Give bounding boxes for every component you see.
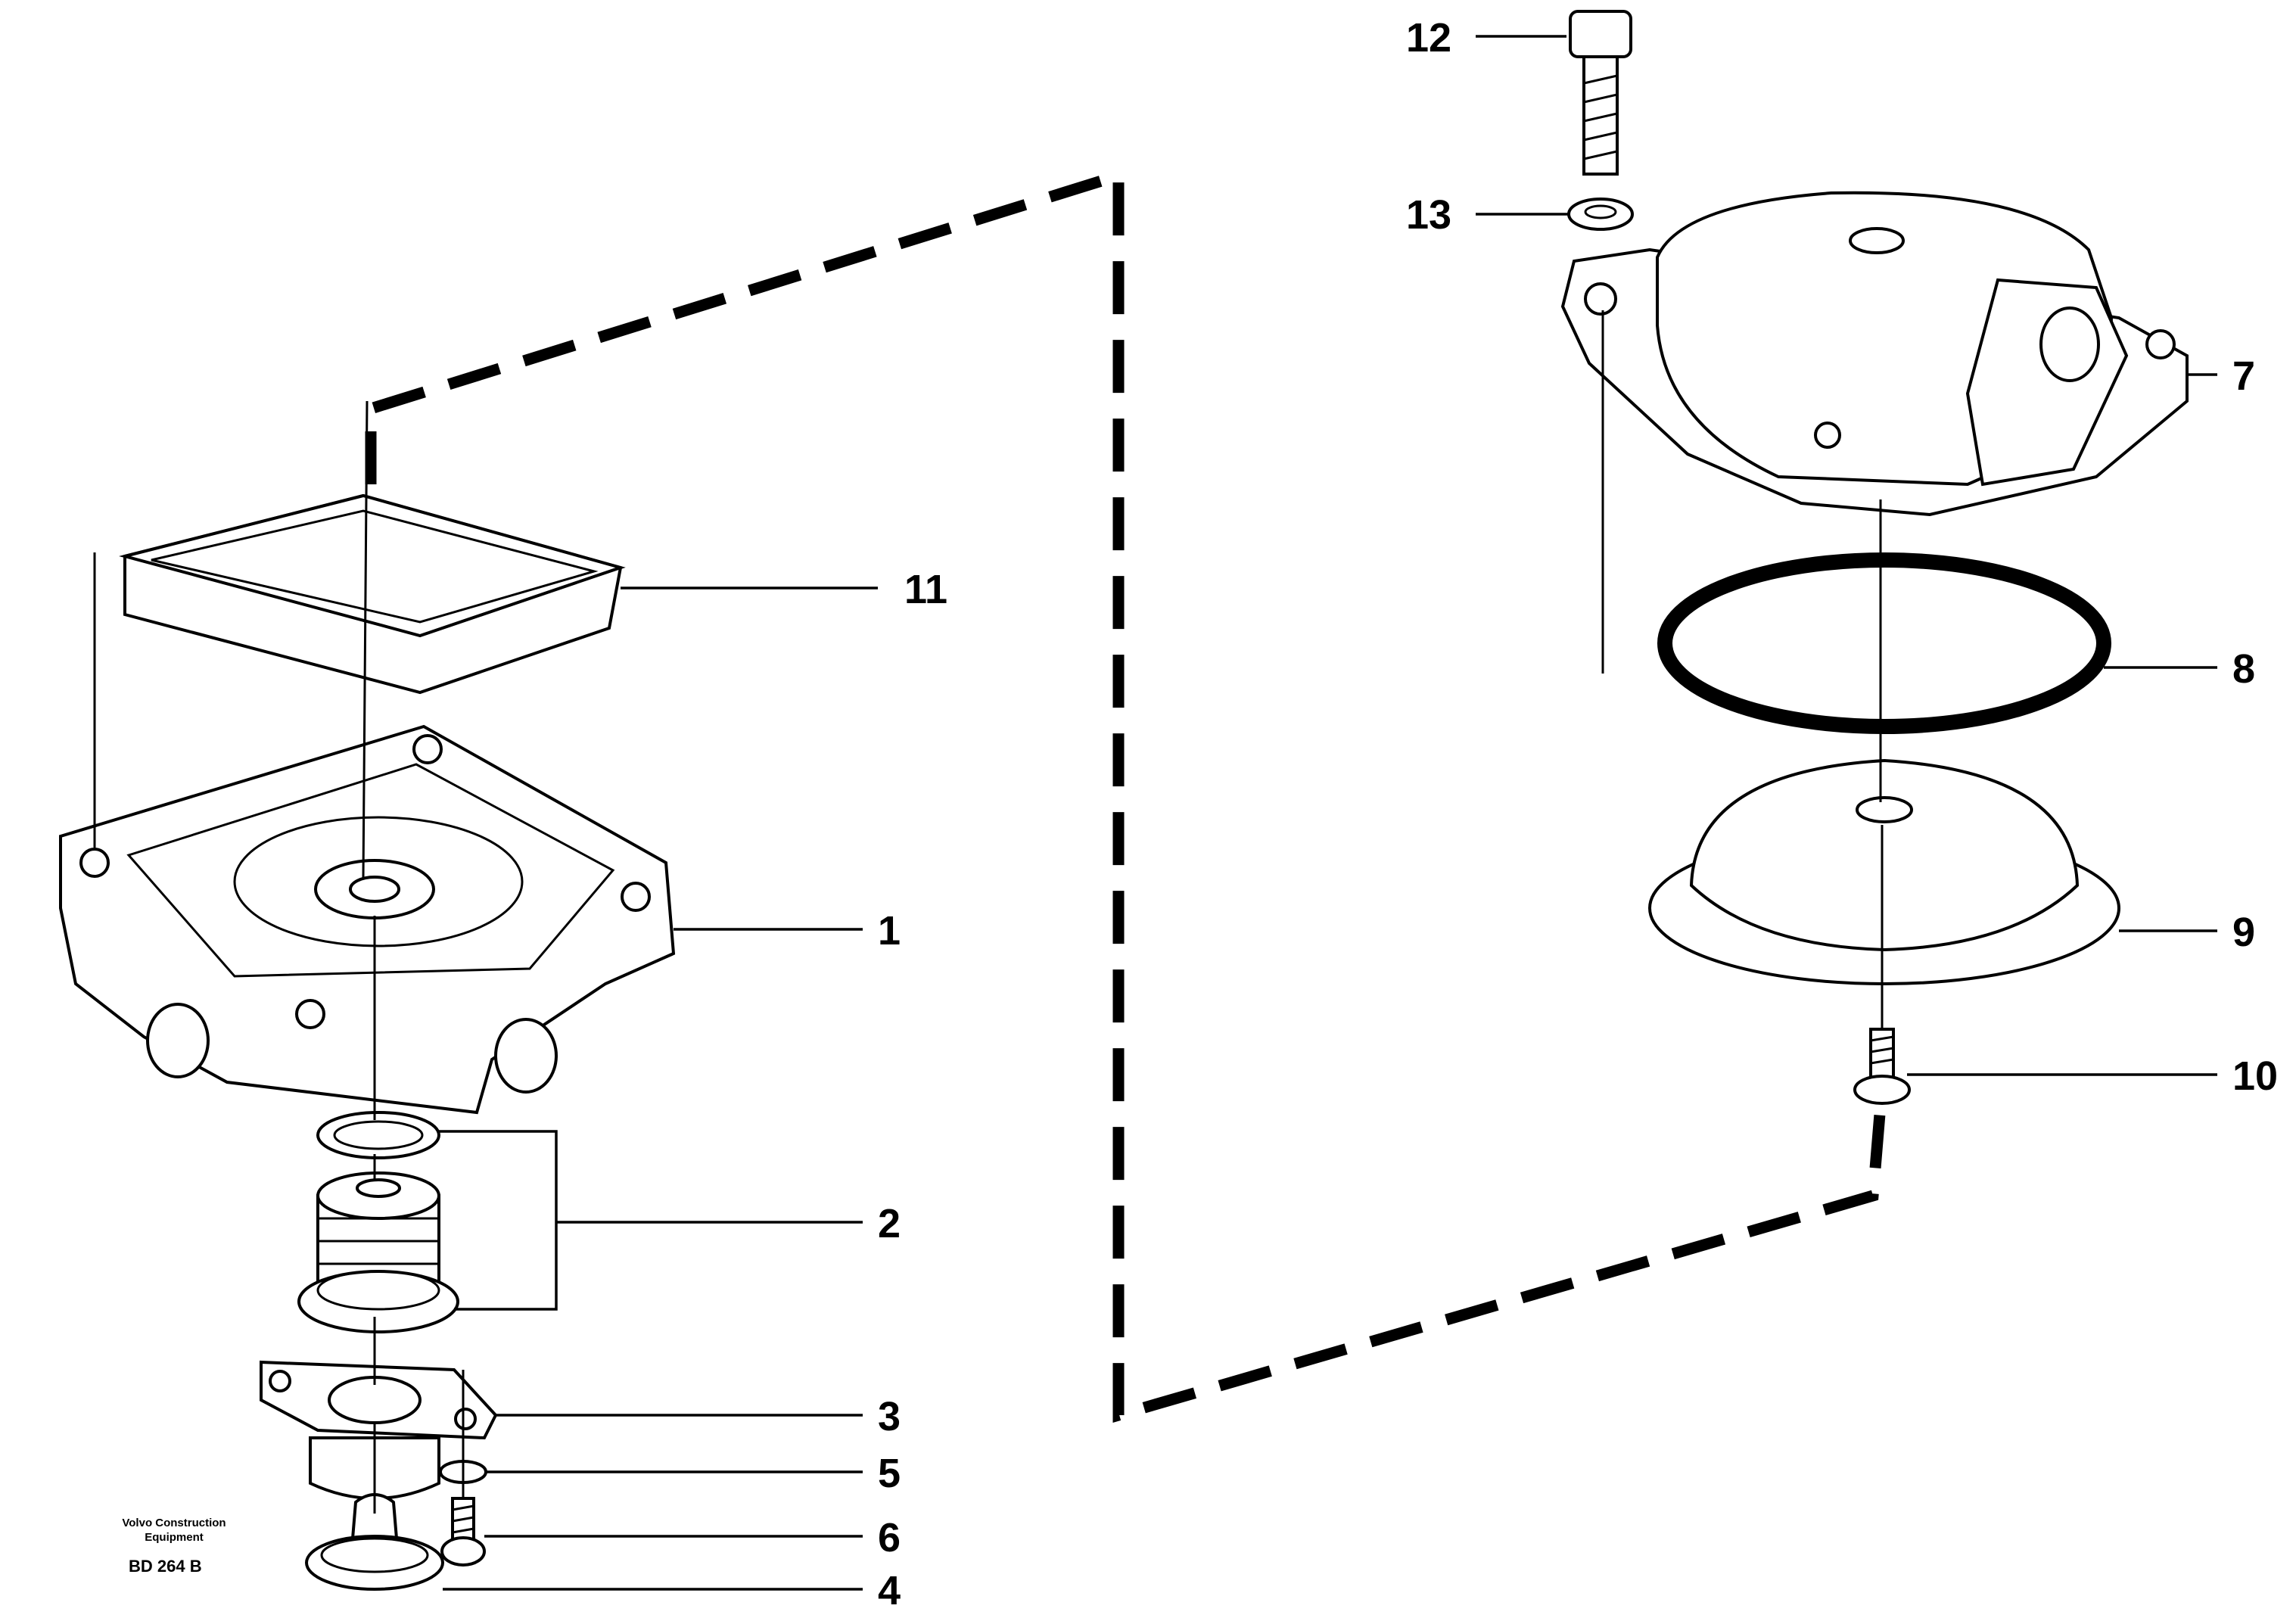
callout-12: 12 (1406, 15, 1451, 61)
part-12-bolt (1569, 10, 1632, 176)
callout-1: 1 (878, 908, 901, 954)
company-name-line1: Volvo Construction (122, 1517, 226, 1529)
callout-10: 10 (2232, 1053, 2278, 1099)
callout-6: 6 (878, 1515, 901, 1560)
part-6-screw (440, 1497, 486, 1567)
part-10-screw (1853, 1028, 1911, 1105)
callout-8: 8 (2232, 646, 2255, 692)
axis-line-right (1879, 499, 1884, 1029)
part-1-valve-housing (59, 724, 676, 1115)
drawing-code: BD 264 B (129, 1557, 202, 1576)
leader-2 (439, 1130, 863, 1311)
callout-3: 3 (878, 1394, 901, 1439)
part-11-seal-ring (119, 493, 626, 695)
callout-4: 4 (878, 1568, 901, 1613)
part-9-diaphragm (1648, 758, 2120, 985)
part-13-lock-washer (1567, 198, 1634, 231)
callout-9: 9 (2232, 910, 2255, 955)
part-8-o-ring (1657, 552, 2111, 734)
callout-2: 2 (878, 1201, 901, 1246)
axis-line-left (362, 400, 376, 1514)
part-4-valve-disc (305, 1493, 444, 1591)
callout-13: 13 (1406, 192, 1451, 238)
company-name-line2: Equipment (145, 1531, 204, 1544)
callout-7: 7 (2232, 353, 2255, 399)
callout-5: 5 (878, 1451, 901, 1496)
callout-11: 11 (904, 567, 947, 612)
part-7-top-cover (1560, 191, 2189, 517)
part-2-piston-assembly (297, 1111, 459, 1333)
